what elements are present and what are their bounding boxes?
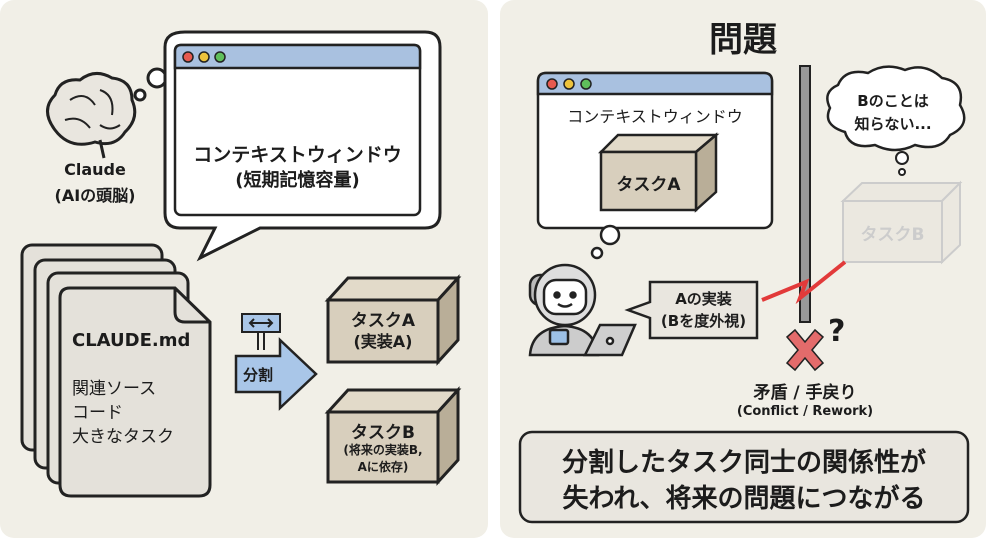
task-a-title: タスクA <box>350 311 416 331</box>
page-title: 問題 <box>709 20 777 60</box>
document-filename: CLAUDE.md <box>72 330 191 351</box>
context-window-left <box>173 43 422 217</box>
brain-label: Claude <box>64 160 126 179</box>
conclusion-line: 分割したタスク同士の関係性が <box>561 448 926 478</box>
brain-sublabel: (AIの頭脳) <box>54 186 136 205</box>
speech-line: Aの実装 <box>675 290 732 308</box>
document-stack <box>20 243 212 498</box>
conflict-x-icon <box>785 328 825 372</box>
conclusion-box <box>518 430 970 524</box>
task-b-title: タスクB <box>351 423 415 443</box>
document-line: 大きなタスク <box>72 427 174 447</box>
task-a-box-right <box>597 132 720 213</box>
task-a-sub: (実装A) <box>353 332 413 351</box>
thought-line: Bのことは <box>857 92 929 110</box>
task-b-sub: (将来の実装B, <box>343 443 423 457</box>
conflict-label: 矛盾 / 手戻り <box>753 383 857 403</box>
split-arrow <box>234 337 318 411</box>
task-a-label-right: タスクA <box>616 175 681 195</box>
task-b-box <box>324 386 462 486</box>
conflict-sub: (Conflict / Rework) <box>736 404 874 419</box>
thought-cloud <box>826 65 966 152</box>
split-icon <box>241 313 281 350</box>
wall-pole <box>799 65 811 323</box>
robot-icon <box>528 263 637 357</box>
context-window-title: コンテキストウィンドウ <box>193 144 402 166</box>
brain-icon <box>46 72 137 159</box>
document-line: 関連ソース <box>72 379 157 399</box>
task-b-box-faded <box>840 180 963 265</box>
broken-link-line <box>761 260 847 305</box>
task-b-faded-label: タスクB <box>860 225 925 245</box>
conclusion-line: 失われ、将来の問題につながる <box>562 484 926 514</box>
question-mark: ? <box>828 314 846 349</box>
context-window-title-right: コンテキストウィンドウ <box>567 107 743 126</box>
speech-box <box>624 280 759 340</box>
speech-line: (Bを度外視) <box>660 312 747 330</box>
split-label: 分割 <box>242 366 273 384</box>
document-line: コード <box>72 403 123 423</box>
thought-line: 知らない... <box>854 115 932 133</box>
task-a-box <box>324 274 462 366</box>
task-b-sub: Aに依存) <box>357 460 409 474</box>
context-window-sub: (短期記憶容量) <box>235 170 360 191</box>
